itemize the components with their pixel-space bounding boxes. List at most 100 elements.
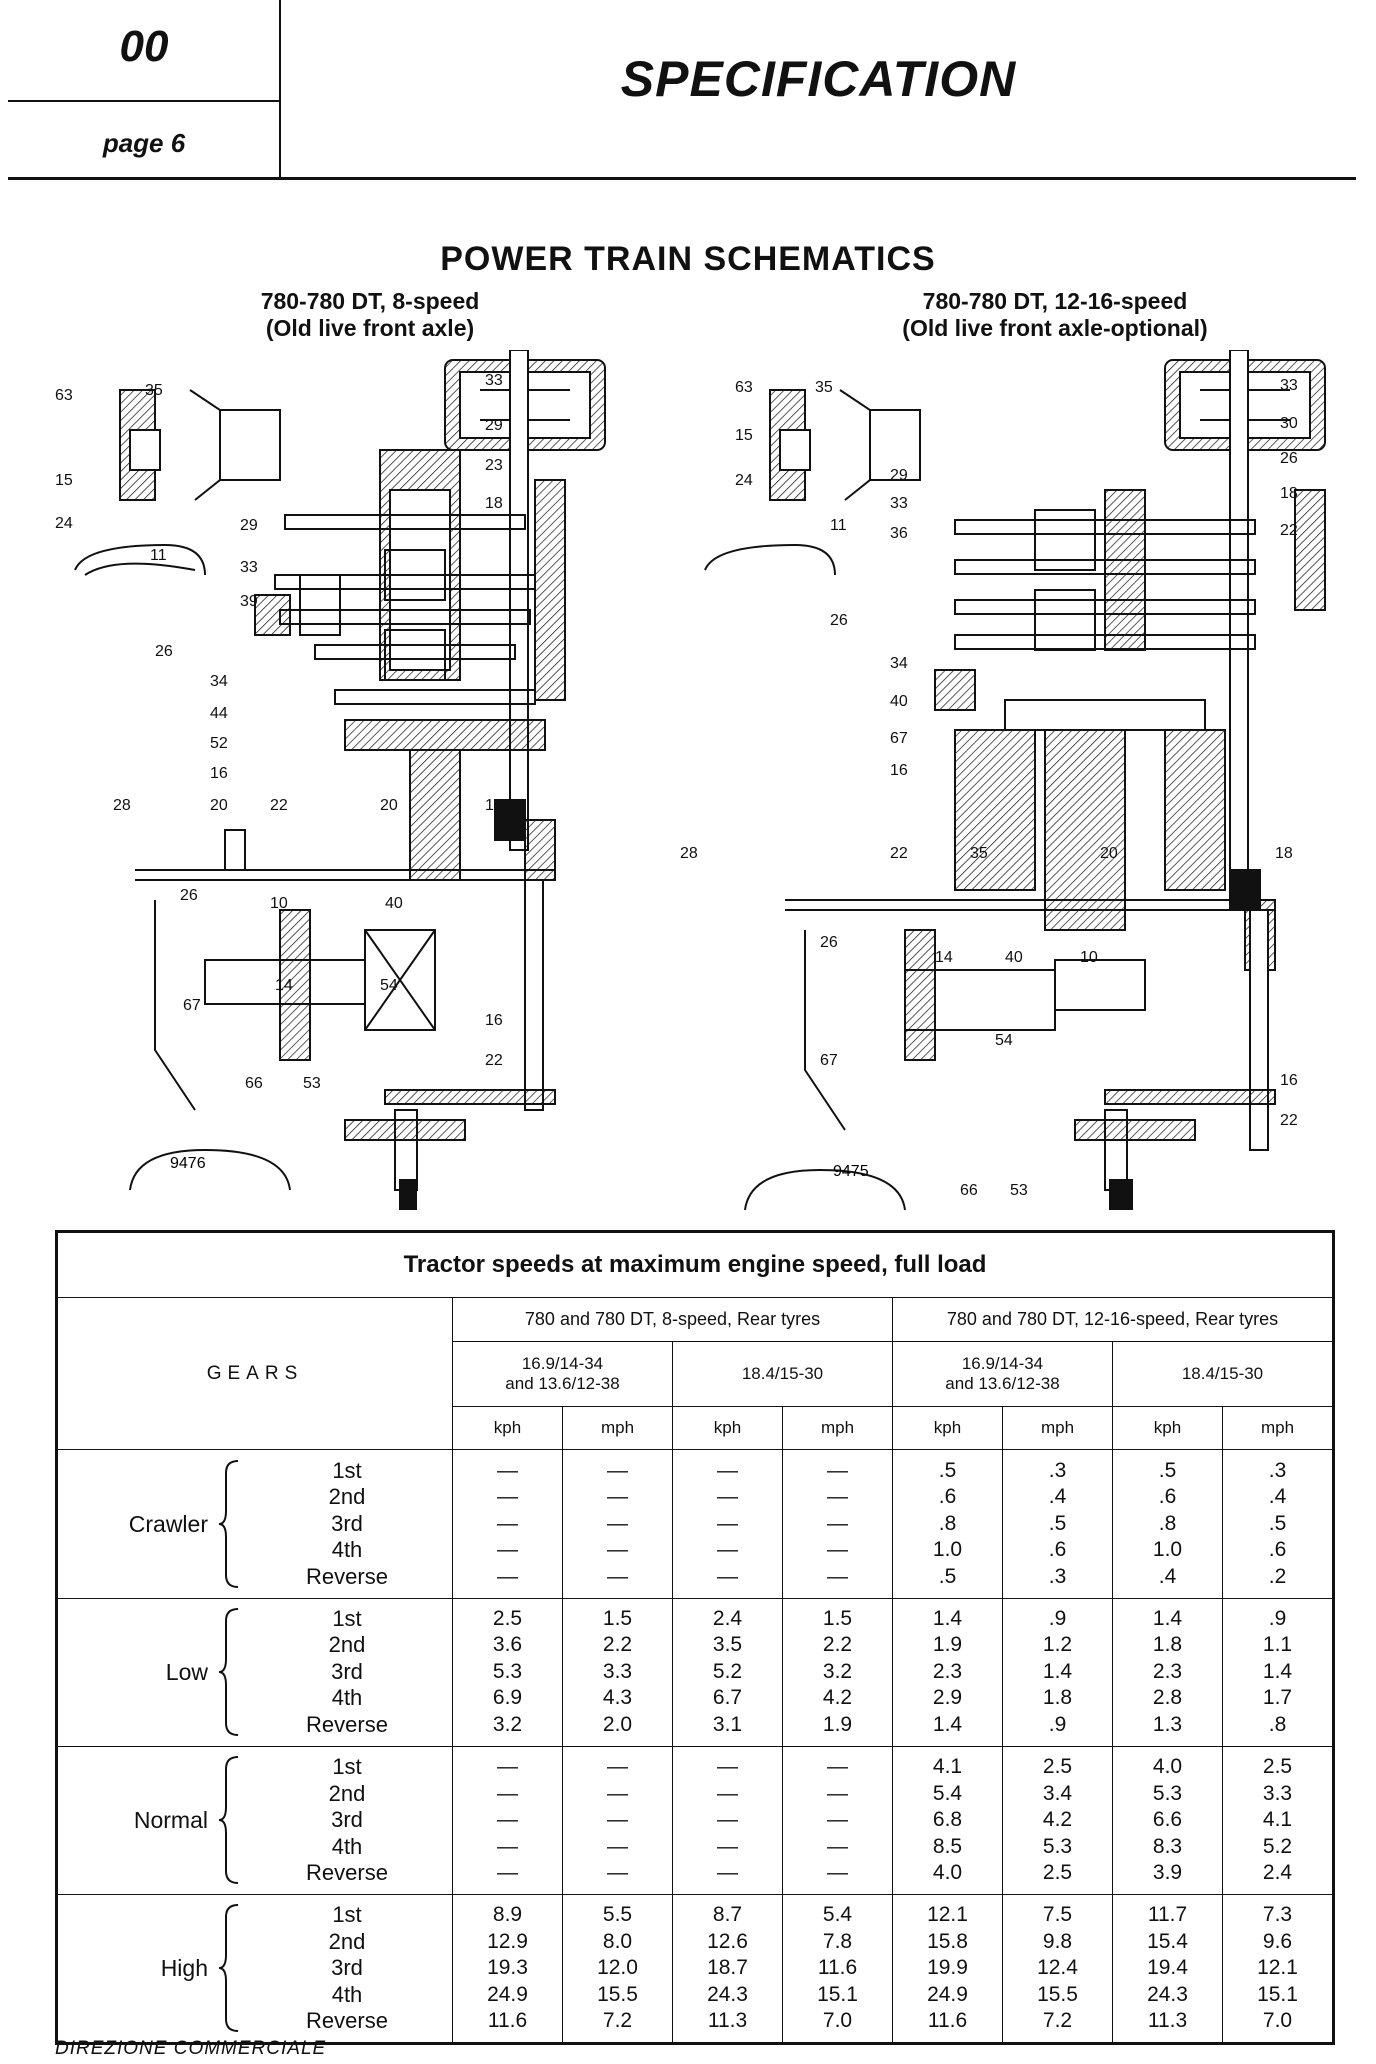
speed-value: .3 (1048, 1458, 1067, 1482)
speed-value: — (717, 1861, 738, 1885)
speed-value: 15.8 (927, 1929, 968, 1953)
svg-text:11: 11 (150, 547, 167, 564)
speed-value: .5 (1158, 1458, 1177, 1482)
speed-value: — (607, 1834, 628, 1858)
tyre-line1: 18.4/15-30 (741, 1363, 824, 1383)
speed-value: 4.0 (1152, 1755, 1183, 1779)
speed-value: .6 (1048, 1538, 1067, 1562)
speed-value-cell: .3.4.5.6.3 (1002, 1449, 1113, 1599)
svg-text:28: 28 (680, 845, 698, 862)
speed-value-cell: ————— (782, 1449, 893, 1599)
svg-text:34: 34 (890, 655, 908, 672)
speed-value: 1.9 (822, 1712, 853, 1736)
speed-value: 2.3 (932, 1659, 963, 1683)
speed-value-cell: ————— (452, 1449, 563, 1599)
speed-value: .5 (938, 1458, 957, 1482)
speed-value: .4 (1048, 1485, 1067, 1509)
speed-value: — (717, 1511, 738, 1535)
left-subtitle-line2: (Old live front axle) (265, 315, 475, 341)
right-subtitle-line1: 780-780 DT, 12-16-speed (922, 288, 1188, 314)
speed-value: 5.3 (1152, 1781, 1183, 1805)
speed-value: 15.4 (1147, 1929, 1188, 1953)
speed-value: 2.3 (1152, 1659, 1183, 1683)
gear-label: Reverse (306, 1563, 388, 1589)
svg-text:26: 26 (820, 934, 838, 951)
tyre-line1: 16.9/14-34 (961, 1353, 1044, 1373)
svg-text:36: 36 (890, 525, 908, 542)
speed-value: 7.5 (1042, 1903, 1073, 1927)
speed-value: 11.6 (817, 1956, 858, 1980)
gear-label: 2nd (328, 1928, 366, 1954)
svg-text:34: 34 (210, 673, 228, 690)
speed-value: 18.7 (707, 1956, 748, 1980)
unit-header: kph (452, 1406, 563, 1451)
gears-header: GEARS (57, 1297, 453, 1451)
speed-value: — (717, 1808, 738, 1832)
brace-icon (218, 1747, 240, 1894)
speed-value: 5.3 (492, 1659, 523, 1683)
speed-value: — (827, 1564, 848, 1588)
gear-group-name: Crawler (128, 1510, 208, 1537)
right-schematic (704, 350, 1326, 1210)
speed-value: — (607, 1755, 628, 1779)
speed-value-cell: ————— (782, 1745, 893, 1895)
speed-value: 8.5 (932, 1834, 963, 1858)
speed-value: 5.3 (1042, 1834, 1073, 1858)
speed-value: 5.2 (1262, 1834, 1293, 1858)
speed-value: 7.3 (1262, 1903, 1293, 1927)
speed-value: 8.9 (492, 1903, 523, 1927)
tyre-line1: 18.4/15-30 (1181, 1363, 1264, 1383)
speed-value: 7.0 (822, 2009, 853, 2033)
svg-text:18: 18 (1280, 485, 1298, 502)
speed-value: 1.7 (1262, 1686, 1293, 1710)
svg-text:22: 22 (485, 1052, 503, 1069)
speed-value: 8.7 (712, 1903, 743, 1927)
unit-header: kph (1112, 1406, 1223, 1451)
speed-value: 4.3 (602, 1686, 633, 1710)
speed-value: 5.5 (602, 1903, 633, 1927)
speed-value: .4 (1158, 1564, 1177, 1588)
brace-icon-glyph (218, 1460, 239, 1589)
speed-value: 3.1 (712, 1712, 743, 1736)
gear-label: 2nd (328, 1632, 366, 1658)
speed-value: .9 (1268, 1606, 1287, 1630)
speed-value: 11.6 (487, 2009, 528, 2033)
speed-value: 15.5 (597, 1982, 638, 2006)
speed-value: .5 (938, 1564, 957, 1588)
speed-value-cell: ————— (452, 1745, 563, 1895)
speed-value: — (607, 1458, 628, 1482)
svg-text:22: 22 (890, 845, 908, 862)
speed-value: — (607, 1485, 628, 1509)
svg-text:52: 52 (210, 735, 228, 752)
tyre-line2: and 13.6/12-38 (505, 1373, 620, 1393)
unit-header: mph (562, 1406, 673, 1451)
speed-value: 8.0 (602, 1929, 633, 1953)
unit-header: mph (1222, 1406, 1333, 1451)
speed-value: 2.0 (602, 1712, 633, 1736)
header-divider-vertical (279, 0, 281, 178)
svg-text:22: 22 (1280, 522, 1298, 539)
speed-value: 6.7 (712, 1686, 743, 1710)
svg-text:15: 15 (735, 427, 753, 444)
svg-text:67: 67 (183, 997, 201, 1014)
speed-value: 3.3 (1262, 1781, 1293, 1805)
speed-value: — (827, 1458, 848, 1482)
speed-value-cell: .3.4.5.6.2 (1222, 1449, 1333, 1599)
header-rule (8, 177, 1356, 180)
speed-value: 24.9 (927, 1982, 968, 2006)
svg-text:33: 33 (485, 372, 503, 389)
speed-value: 2.5 (492, 1606, 523, 1630)
speed-value: 6.9 (492, 1686, 523, 1710)
speed-value: 1.2 (1042, 1633, 1073, 1657)
speed-value: 1.4 (1262, 1659, 1293, 1683)
gear-label: 4th (331, 1685, 363, 1711)
brace-icon (218, 1895, 240, 2042)
svg-text:11: 11 (830, 517, 847, 534)
